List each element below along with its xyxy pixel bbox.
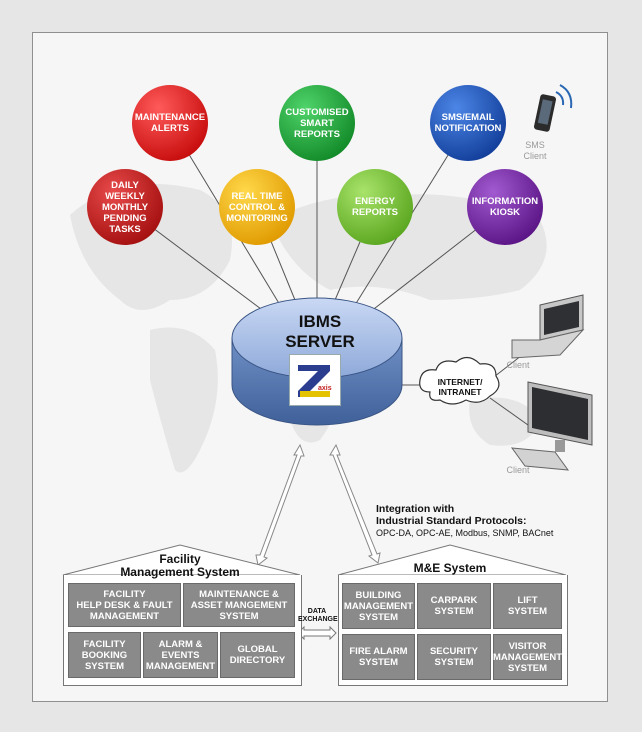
mobile-phone-icon [533, 84, 573, 132]
alarm-events-box: ALARM & EVENTS MANAGEMENT [143, 632, 218, 678]
maintenance-alerts-bubble [132, 85, 208, 161]
facility-title: Facility Management System [120, 552, 240, 579]
information-kiosk-bubble [467, 169, 543, 245]
sms-client-label: SMS Client [523, 140, 547, 161]
maintenance-alerts-label: MAINTENANCE ALERTS [134, 112, 206, 134]
global-directory-box: GLOBAL DIRECTORY [220, 632, 295, 678]
facility-helpdesk-box: FACILITY HELP DESK & FAULT MANAGEMENT [68, 583, 181, 627]
visitor-management-box: VISITOR MANAGEMENT SYSTEM [493, 634, 562, 680]
me-title: M&E System [413, 561, 487, 575]
integration-line1: Integration with [376, 503, 455, 515]
security-box: SECURITY SYSTEM [417, 634, 491, 680]
zaxis-logo-sub: axis [318, 385, 332, 392]
internet-cloud-icon [419, 356, 500, 405]
maintenance-asset-box: MAINTENANCE & ASSET MANGEMENT SYSTEM [183, 583, 295, 627]
customised-reports-bubble [279, 85, 355, 161]
zaxis-logo: axis [289, 354, 341, 406]
sms-email-bubble [430, 85, 506, 161]
desktop-icon [510, 381, 593, 471]
laptop-client-label: Client [506, 360, 530, 370]
lift-box: LIFT SYSTEM [493, 583, 562, 629]
realtime-control-bubble [219, 169, 295, 245]
energy-reports-bubble [337, 169, 413, 245]
information-kiosk-label: INFORMATION KIOSK [471, 196, 539, 218]
integration-arrows [255, 443, 381, 566]
realtime-control-label: REAL TIME CONTROL & MONITORING [226, 190, 288, 224]
integration-line3: OPC-DA, OPC-AE, Modbus, SNMP, BACnet [376, 528, 554, 538]
data-exchange-arrow [297, 625, 337, 641]
zaxis-logo-mark [290, 355, 340, 405]
energy-reports-label: ENERGY REPORTS [352, 196, 398, 218]
building-management-box: BUILDING MANAGEMENT SYSTEM [342, 583, 415, 629]
carpark-box: CARPARK SYSTEM [417, 583, 491, 629]
pending-tasks-label: DAILY WEEKLY MONTHLY PENDING TASKS [101, 179, 149, 235]
laptop-icon [511, 294, 585, 359]
integration-line2: Industrial Standard Protocols: [376, 515, 527, 527]
fire-alarm-box: FIRE ALARM SYSTEM [342, 634, 415, 680]
facility-booking-box: FACILITY BOOKING SYSTEM [68, 632, 141, 678]
integration-note: Integration with Industrial Standard Pro… [376, 503, 553, 539]
customised-reports-label: CUSTOMISED SMART REPORTS [285, 106, 349, 140]
cloud-label: INTERNET/ INTRANET [437, 377, 483, 397]
data-exchange-label: DATA EXCHANGE [298, 608, 338, 623]
sms-email-label: SMS/EMAIL NOTIFICATION [434, 112, 502, 134]
server-title: IBMS SERVER [285, 312, 355, 351]
desktop-client-label: Client [506, 465, 530, 475]
pending-tasks-bubble [87, 169, 163, 245]
